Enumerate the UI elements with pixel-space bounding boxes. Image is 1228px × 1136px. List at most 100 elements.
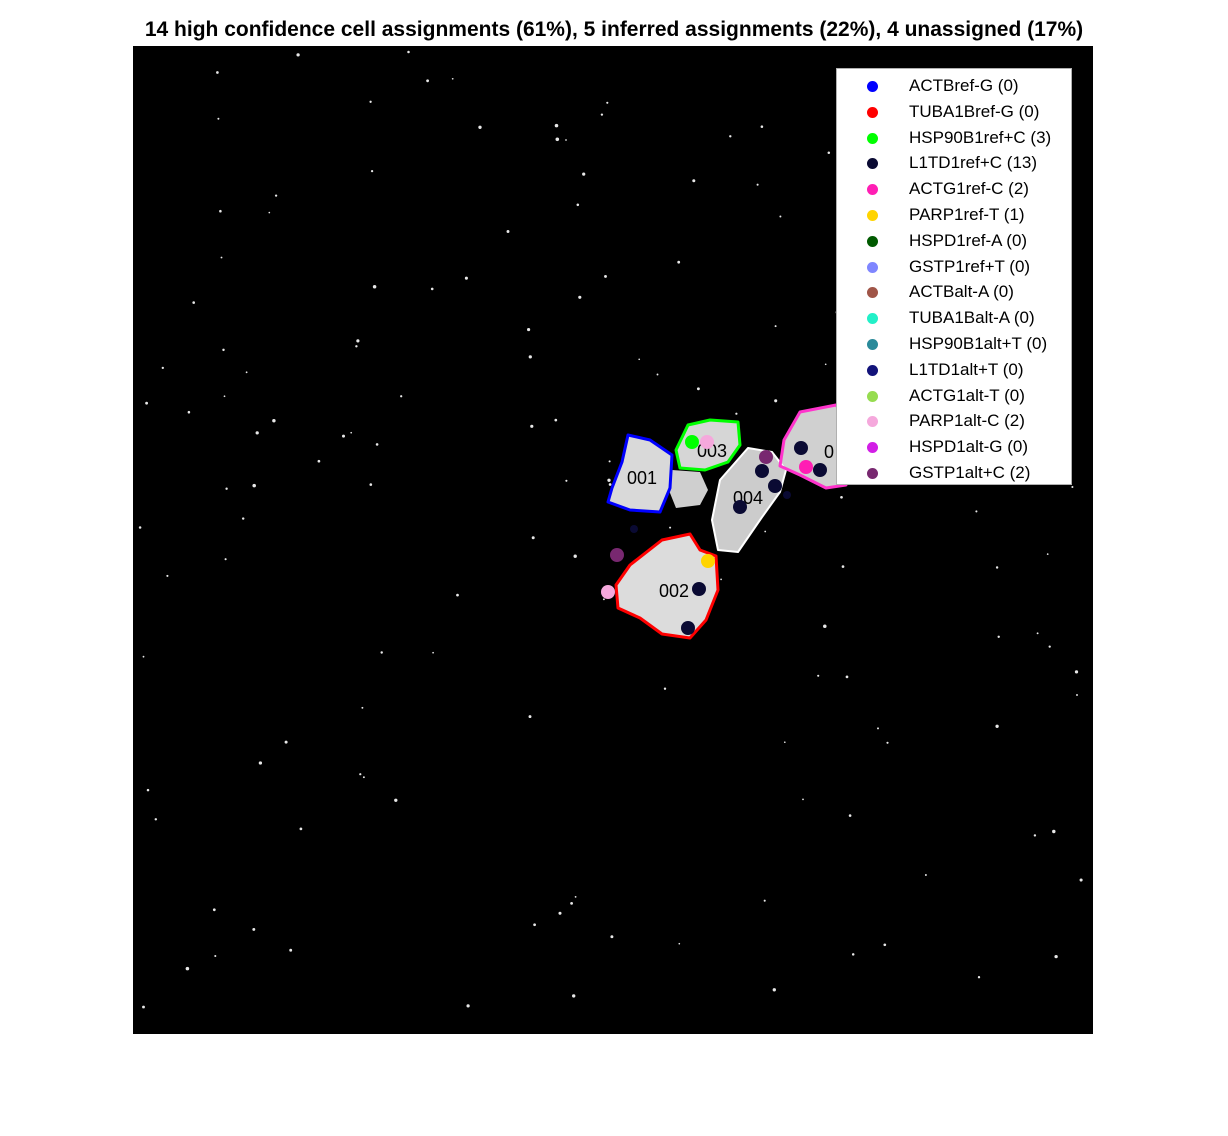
outline-002 — [614, 532, 720, 640]
spot-L1TD1ref+C — [755, 464, 769, 478]
background-speckle — [394, 798, 398, 802]
legend-label: ACTBref-G (0) — [909, 76, 1019, 95]
background-speckle — [142, 1005, 145, 1009]
background-speckle — [161, 366, 164, 370]
outline-001 — [606, 433, 674, 514]
background-speckle — [217, 117, 220, 120]
background-speckle — [350, 431, 353, 434]
background-speckle — [1033, 834, 1037, 837]
spot-L1TD1ref+C — [813, 463, 827, 477]
spot-PARP1alt-C — [700, 435, 714, 449]
background-speckle — [362, 776, 365, 779]
cell-label-002: 002 — [659, 581, 689, 601]
legend-item: HSPD1alt-G (0) — [837, 435, 1071, 461]
background-speckle — [506, 230, 510, 233]
background-speckle — [146, 788, 150, 792]
legend-label: ACTBalt-A (0) — [909, 282, 1014, 302]
background-speckle — [317, 459, 321, 463]
background-speckle — [296, 53, 300, 57]
background-speckle — [220, 256, 223, 259]
background-speckle — [1048, 645, 1051, 648]
background-speckle — [554, 123, 559, 128]
spot-L1TD1ref+C — [783, 491, 791, 499]
background-speckle — [582, 172, 586, 176]
background-speckle — [600, 113, 604, 116]
background-speckle — [430, 287, 434, 291]
background-speckle — [763, 899, 766, 902]
legend-marker-icon — [867, 416, 878, 428]
legend-label: PARP1alt-C (2) — [909, 411, 1025, 431]
legend-item: GSTP1alt+C (2) — [837, 461, 1071, 487]
legend-marker-icon — [867, 467, 878, 479]
background-speckle — [823, 624, 827, 628]
spot-L1TD1ref+C — [794, 441, 808, 455]
background-speckle — [604, 274, 607, 278]
legend-label: HSPD1alt-G (0) — [909, 437, 1029, 457]
legend-marker-icon — [867, 106, 878, 118]
background-speckle — [663, 687, 667, 690]
background-speckle — [975, 510, 978, 513]
background-speckle — [372, 284, 377, 289]
cell-label-001: 001 — [627, 468, 657, 488]
legend-marker-icon — [867, 209, 878, 221]
legend-item: PARP1ref-T (1) — [837, 203, 1071, 229]
cell-body-005 — [780, 405, 846, 488]
background-speckle — [1071, 485, 1074, 489]
spot-ACTG1ref-C — [799, 460, 813, 474]
background-speckle — [224, 558, 227, 561]
outline-004 — [711, 447, 787, 553]
legend-label: HSP90B1alt+T (0) — [909, 333, 1048, 353]
background-speckle — [166, 574, 169, 577]
background-speckle — [572, 994, 576, 998]
spot-HSP90B1ref+C — [685, 435, 699, 449]
spot-GSTP1alt+C — [610, 548, 624, 562]
background-speckle — [783, 741, 786, 744]
legend-marker-icon — [867, 261, 878, 273]
background-speckle — [241, 517, 245, 520]
background-speckle — [255, 431, 259, 435]
background-speckle — [840, 495, 843, 499]
legend-marker-icon — [867, 390, 878, 402]
legend-label: GSTP1alt+C (2) — [909, 462, 1031, 482]
background-speckle — [720, 578, 722, 581]
background-speckle — [145, 401, 148, 405]
legend-item: L1TD1alt+T (0) — [837, 358, 1071, 384]
background-speckle — [851, 953, 855, 956]
background-speckle — [533, 923, 536, 927]
background-speckle — [555, 137, 560, 142]
legend-marker-icon — [867, 235, 878, 247]
legend-label: TUBA1Bref-G (0) — [909, 101, 1040, 121]
background-speckle — [342, 434, 345, 438]
background-speckle — [466, 1004, 470, 1008]
legend-marker-icon — [867, 132, 878, 144]
background-speckle — [530, 424, 534, 428]
background-speckle — [369, 483, 373, 486]
legend-marker-icon — [867, 287, 878, 299]
spot-L1TD1ref+C — [692, 582, 706, 596]
background-speckle — [214, 954, 217, 958]
background-speckle — [735, 412, 738, 415]
legend-label: L1TD1ref+C (13) — [909, 153, 1038, 173]
background-speckle — [774, 399, 778, 403]
legend-item: L1TD1ref+C (13) — [837, 151, 1071, 177]
spot-L1TD1ref+C — [733, 500, 747, 514]
background-speckle — [638, 358, 641, 361]
background-speckle — [558, 911, 562, 915]
background-speckle — [995, 724, 999, 728]
background-speckle — [212, 908, 216, 912]
background-speckle — [610, 935, 614, 939]
spot-markers — [601, 435, 827, 635]
background-speckle — [187, 410, 191, 414]
background-speckle — [245, 371, 248, 374]
legend-item: TUBA1Bref-G (0) — [837, 100, 1071, 126]
background-speckle — [456, 593, 459, 597]
background-speckle — [554, 418, 558, 422]
background-speckle — [192, 301, 195, 304]
cell-body-002 — [616, 534, 718, 638]
background-speckle — [528, 355, 532, 359]
background-speckle — [138, 526, 142, 529]
legend-item: HSPD1ref-A (0) — [837, 229, 1071, 255]
background-speckle — [669, 526, 672, 529]
legend-label: PARP1ref-T (1) — [909, 204, 1025, 224]
background-speckle — [608, 483, 612, 486]
